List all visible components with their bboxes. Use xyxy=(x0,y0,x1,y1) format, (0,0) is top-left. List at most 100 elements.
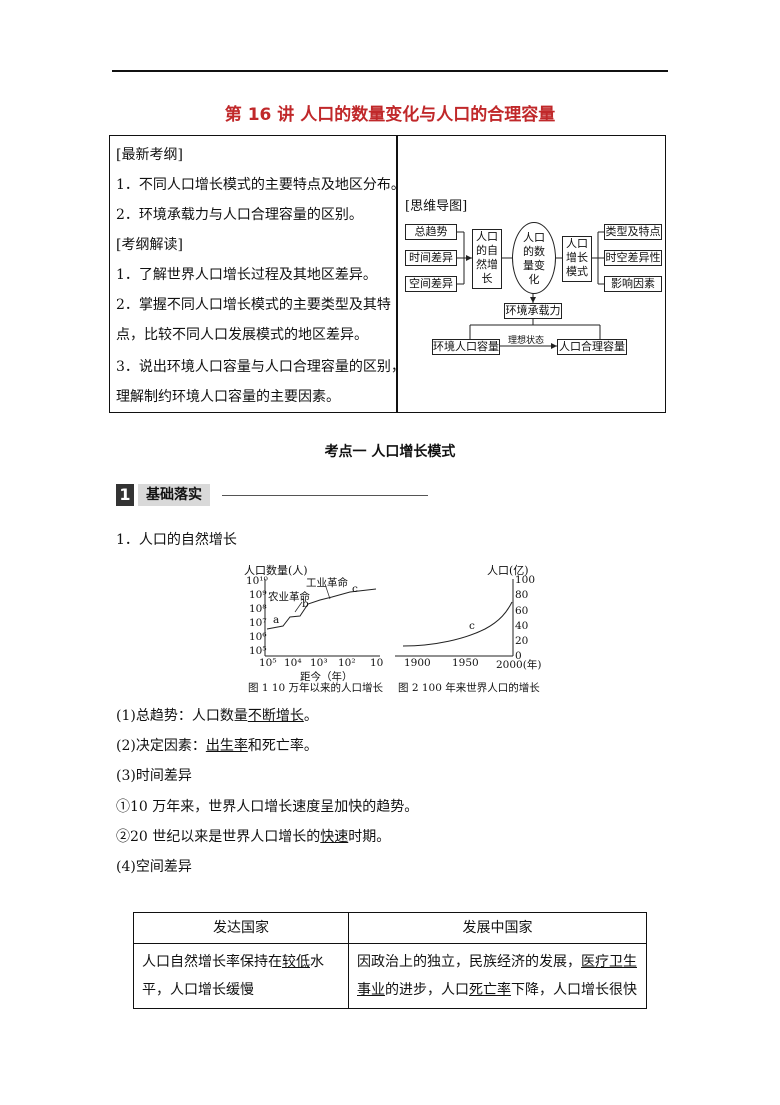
outline-item: 1．了解世界人口增长过程及其地区差异。 xyxy=(116,267,377,283)
table-header: 发展中国家 xyxy=(348,912,647,944)
badge-text: 基础落实 xyxy=(138,484,210,506)
fig1-ylabel: 人口数量(人) xyxy=(244,564,308,577)
mm-time-box: 时间差异 xyxy=(405,250,457,266)
text: 和死亡率。 xyxy=(247,738,318,754)
mm-space-box: 空间差异 xyxy=(405,276,457,292)
underlined-answer: 出生率 xyxy=(205,738,248,754)
table-cell: 人口自然增长率保持在较低水平，人口增长缓慢 xyxy=(133,943,349,1009)
fig2-ytick: 80 xyxy=(515,589,529,601)
text: (1)总趋势：人口数量 xyxy=(116,708,248,724)
mm-text: 人口 xyxy=(523,231,545,244)
badge-number: 1 xyxy=(116,484,134,506)
fig2-xtick: 1900 xyxy=(404,657,431,669)
fig2-label-c: c xyxy=(469,620,475,632)
mm-reasonable-capacity-box: 人口合理容量 xyxy=(557,339,627,355)
mm-text: 然增 xyxy=(476,258,498,271)
comparison-table: 发达国家 发展中国家 人口自然增长率保持在较低水平，人口增长缓慢 因政治上的独立… xyxy=(133,912,647,1009)
mm-spatiotemporal-box: 时空差异性 xyxy=(604,250,662,266)
mindmap-label: [思维导图] xyxy=(405,199,468,214)
top-rule xyxy=(112,70,668,72)
outline-item: 点，比较不同人口发展模式的地区差异。 xyxy=(116,327,368,343)
fig1-xtick: 10⁵ xyxy=(259,657,277,669)
text: 时期。 xyxy=(348,829,391,845)
fig1-ytick: 10⁶ xyxy=(249,631,267,643)
fig1-label-industry: 工业革命 xyxy=(306,577,348,589)
fig1-label-c: c xyxy=(352,583,358,595)
page-title: 第 16 讲 人口的数量变化与人口的合理容量 xyxy=(224,105,556,125)
table-row: 人口自然增长率保持在较低水平，人口增长缓慢 因政治上的独立，民族经济的发展，医疗… xyxy=(133,943,647,1009)
fig2-ytick: 40 xyxy=(515,620,529,632)
outline-item: 3．说出环境人口容量与人口合理容量的区别， xyxy=(116,359,405,375)
mm-mode-box: 人口 增长 模式 xyxy=(562,236,592,282)
fig1-xlabel: 距今（年） xyxy=(300,671,353,683)
fig1-ytick: 10⁹ xyxy=(249,589,267,601)
fig1-caption: 图 1 10 万年以来的人口增长 xyxy=(248,682,384,694)
fig2-ytick: 100 xyxy=(515,574,536,586)
outline-item: 2．环境承载力与人口合理容量的区别。 xyxy=(116,207,363,223)
text: 人口自然增长率保持在 xyxy=(142,954,282,970)
fig1-xtick: 10 xyxy=(370,657,384,669)
underlined-answer: 死亡率 xyxy=(469,982,511,998)
underlined-answer: 快速 xyxy=(320,829,349,845)
fig1-label-a: a xyxy=(273,614,280,626)
fig1-ytick: 10⁸ xyxy=(249,603,267,615)
fig1-plot xyxy=(264,579,380,657)
paragraph: 1．人口的自然增长 xyxy=(116,532,237,548)
line-trend: (1)总趋势：人口数量不断增长。 xyxy=(116,706,318,726)
mm-text: 量变 xyxy=(523,259,545,272)
text: 的进步，人口 xyxy=(385,982,469,998)
underlined-answer: 不断增长 xyxy=(247,708,304,724)
text: 因政治上的独立，民族经济的发展， xyxy=(357,954,581,970)
mm-text: 增长 xyxy=(566,251,588,264)
text: 。 xyxy=(303,708,318,724)
fig1-ytick: 10⁷ xyxy=(249,617,267,629)
underlined-answer: 较低 xyxy=(282,954,310,970)
mm-factors-box: 影响因素 xyxy=(604,276,662,292)
fig1-xtick: 10⁴ xyxy=(284,657,302,669)
line-factor: (2)决定因素：出生率和死亡率。 xyxy=(116,736,318,756)
fig1-xtick: 10³ xyxy=(310,657,328,669)
mm-text: 人口 xyxy=(476,230,498,243)
fig2-ytick: 20 xyxy=(515,635,529,647)
line-time: (3)时间差异 xyxy=(116,768,192,784)
outline-item: [考纲解读] xyxy=(116,237,183,253)
fig2-xtick: 1950 xyxy=(452,657,479,669)
fig1-label-agri: 农业革命 xyxy=(268,591,310,603)
mm-env-capacity-box: 环境人口容量 xyxy=(432,339,500,355)
mm-trend-box: 总趋势 xyxy=(405,224,457,240)
section-title: 考点一 人口增长模式 xyxy=(324,444,456,460)
fig2-caption: 图 2 100 年来世界人口的增长 xyxy=(398,682,540,694)
outline-item: [最新考纲] xyxy=(116,147,183,163)
line-space: (4)空间差异 xyxy=(116,859,192,875)
outline-item: 理解制约环境人口容量的主要因素。 xyxy=(116,389,340,405)
outline-item: 2．掌握不同人口增长模式的主要类型及其特 xyxy=(116,297,391,313)
mm-type-box: 类型及特点 xyxy=(604,224,662,240)
mm-natural-growth-box: 人口 的自 然增 长 xyxy=(472,229,502,289)
fig1-xtick: 10² xyxy=(338,657,356,669)
mm-text: 长 xyxy=(481,272,493,285)
text: (2)决定因素： xyxy=(116,738,206,754)
mm-text: 的数 xyxy=(523,245,545,258)
mm-text: 化 xyxy=(528,273,540,286)
fig2-ylabel: 人口(亿) xyxy=(487,564,529,577)
table-header: 发达国家 xyxy=(133,912,349,944)
fig2-xtick: 2000(年) xyxy=(496,659,542,671)
fig1-ytick: 10⁵ xyxy=(249,645,267,657)
outline-item: 1．不同人口增长模式的主要特点及地区分布。 xyxy=(116,177,405,193)
line-time2: ②20 世纪以来是世界人口增长的快速时期。 xyxy=(116,827,390,847)
mindmap-connectors xyxy=(457,231,604,349)
outline-divider xyxy=(396,136,398,412)
fig1-ytick: 10¹⁰ xyxy=(246,575,268,587)
mm-text: 的自 xyxy=(476,244,498,257)
fig2-plot xyxy=(395,579,514,657)
fig2-ytick: 60 xyxy=(515,605,529,617)
mm-center-ellipse: 人口 的数 量变 化 xyxy=(512,222,556,294)
mm-capacity-box: 环境承载力 xyxy=(504,303,562,319)
line-time1: ①10 万年来，世界人口增长速度呈加快的趋势。 xyxy=(116,799,419,815)
mm-text: 人口 xyxy=(566,237,588,250)
fig2-ytick: 0 xyxy=(515,650,522,662)
text: 下降，人口增长很快 xyxy=(511,982,637,998)
fig1-label-b: b xyxy=(302,598,309,610)
mm-text: 模式 xyxy=(566,265,588,278)
mm-ideal-state: 理想状态 xyxy=(508,336,545,346)
